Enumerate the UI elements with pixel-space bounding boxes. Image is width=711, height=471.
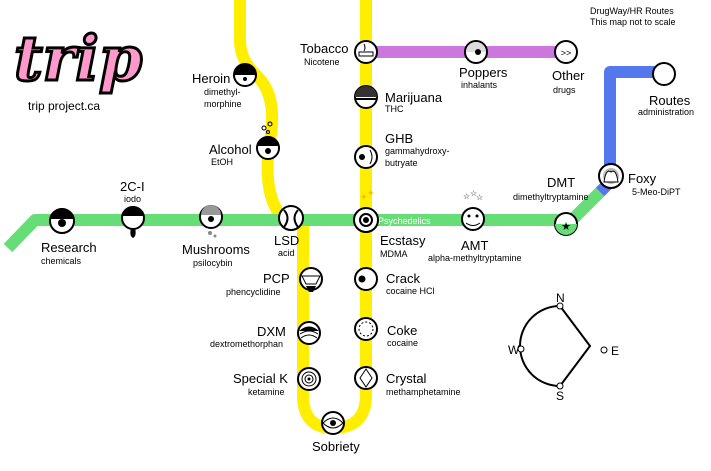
site-url[interactable]: trip project.ca (28, 99, 101, 113)
foxy-label: Foxy (628, 171, 657, 186)
amt-sub: alpha-methyltryptamine (428, 253, 522, 263)
heroin-station-icon[interactable] (233, 63, 257, 87)
dmt-station-icon[interactable]: ★ (554, 212, 578, 236)
compass-n: N (556, 291, 565, 305)
compass-e: E (611, 344, 619, 358)
crack-station-icon[interactable] (354, 267, 378, 291)
poppers-label: Poppers (459, 65, 508, 80)
poppers-station-icon[interactable] (464, 40, 488, 64)
svg-text:☆: ☆ (470, 189, 477, 198)
ghb-sub2: butryate (385, 158, 418, 168)
tobacco-label: Tobacco (300, 41, 349, 56)
dxm-station-icon[interactable] (297, 321, 321, 345)
specialk-station-icon[interactable] (297, 367, 321, 391)
amt-label: AMT (461, 238, 489, 253)
lsd-station-icon[interactable] (278, 205, 304, 231)
ghb-sub1: gammahydroxy- (385, 146, 450, 156)
svg-text:✦: ✦ (360, 192, 368, 202)
routes-station-icon[interactable] (652, 62, 676, 86)
coke-sub: cocaine (387, 338, 419, 348)
sobriety-station-icon[interactable] (321, 411, 345, 435)
2ci-label: 2C-I (120, 179, 145, 194)
heroin-sub1: dimethyl- (204, 87, 241, 97)
lsd-sub: acid (278, 248, 295, 258)
svg-text:trip: trip (14, 22, 142, 95)
trip-logo: trip (13, 21, 144, 97)
routes-label: Routes (649, 93, 691, 108)
sobriety-label: Sobriety (312, 439, 360, 454)
2ci-station-icon[interactable] (121, 206, 145, 238)
svg-text:>>: >> (561, 48, 572, 58)
green-line-label: Psychedelics (378, 216, 431, 226)
tobacco-sub: Nicotene (304, 57, 340, 67)
heroin-label: Heroin (192, 71, 231, 86)
lsd-label: LSD (274, 233, 300, 248)
ghb-station-icon[interactable] (354, 145, 378, 169)
dmt-sub: dimethyltryptamine (513, 192, 589, 202)
crack-sub: cocaine HCl (386, 286, 435, 296)
heroin-sub2: morphine (204, 99, 242, 109)
ecstasy-station-icon[interactable]: ✦✦ (353, 188, 379, 233)
alcohol-station-icon[interactable] (256, 121, 280, 160)
tobacco-station-icon[interactable] (354, 40, 378, 64)
compass-s: S (556, 389, 564, 403)
amt-station-icon[interactable]: ☆☆☆ (461, 189, 485, 231)
other-sub: drugs (553, 85, 576, 95)
svg-text:★: ★ (561, 221, 571, 233)
dxm-label: DXM (257, 324, 286, 339)
specialk-label: Special K (233, 371, 288, 386)
other-label: Other (552, 68, 585, 83)
mushrooms-sub: psilocybin (193, 258, 233, 268)
svg-text:☆: ☆ (476, 193, 483, 202)
poppers-sub: inhalants (461, 80, 498, 90)
ecstasy-sub: MDMA (380, 249, 408, 259)
dxm-sub: dextromethorphan (210, 339, 284, 349)
coke-station-icon[interactable] (354, 317, 378, 341)
ecstasy-label: Ecstasy (380, 233, 426, 248)
dmt-label: DMT (547, 175, 576, 190)
alcohol-label: Alcohol (209, 142, 252, 157)
foxy-sub: 5-Meo-DiPT (632, 187, 681, 197)
pcp-sub: phencyclidine (226, 287, 281, 297)
routes-sub: administration (638, 107, 695, 117)
mushrooms-label: Mushrooms (182, 242, 250, 257)
crack-label: Crack (386, 271, 420, 286)
crystal-sub: methamphetamine (386, 387, 461, 397)
crystal-station-icon[interactable] (354, 366, 378, 390)
research-station-icon[interactable] (49, 208, 75, 234)
crystal-label: Crystal (386, 371, 427, 386)
svg-text:☆: ☆ (463, 192, 470, 201)
research-label: Research (41, 240, 97, 255)
coke-label: Coke (387, 323, 418, 338)
alcohol-sub: EtOH (211, 157, 234, 167)
header-line1: DrugWay/HR Routes (590, 6, 674, 16)
compass: N S W E (508, 291, 619, 403)
map-header: DrugWay/HR Routes This map not to scale (590, 6, 676, 28)
specialk-sub: ketamine (248, 387, 285, 397)
2ci-sub: iodo (124, 194, 142, 204)
svg-text:✦: ✦ (367, 188, 375, 198)
header-line2: This map not to scale (590, 17, 676, 27)
mushrooms-station-icon[interactable] (199, 205, 223, 238)
compass-w: W (508, 343, 520, 357)
marijuana-label: Marijuana (385, 90, 443, 105)
ghb-label: GHB (385, 131, 414, 146)
foxy-station-icon[interactable] (598, 163, 624, 189)
research-sub: chemicals (41, 256, 82, 266)
yellow-line-heroin (234, 0, 286, 219)
marijuana-sub: THC (385, 104, 404, 114)
marijuana-station-icon[interactable] (354, 85, 378, 109)
other-station-icon[interactable]: >> (554, 40, 578, 64)
pcp-station-icon[interactable] (299, 267, 323, 292)
pcp-label: PCP (263, 271, 290, 286)
